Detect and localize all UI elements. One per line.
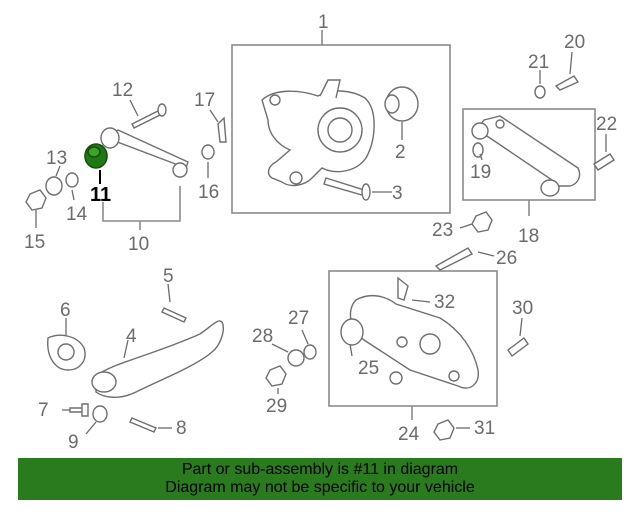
- callout-4: 4: [126, 326, 137, 347]
- washer-13: [45, 176, 63, 196]
- callout-21: 21: [528, 52, 549, 73]
- pin-17: [217, 116, 227, 143]
- bracket-10: [102, 186, 181, 222]
- callout-32: 32: [434, 292, 455, 313]
- callout-6: 6: [60, 300, 71, 321]
- callout-18: 18: [518, 226, 539, 247]
- callout-8: 8: [176, 418, 187, 439]
- callout-23: 23: [432, 220, 453, 241]
- callout-15: 15: [24, 232, 45, 253]
- bolt-8: [129, 417, 157, 433]
- callout-22: 22: [596, 114, 617, 135]
- callout-14: 14: [66, 204, 88, 225]
- callout-19: 19: [470, 162, 491, 183]
- callout-12: 12: [112, 80, 133, 101]
- callout-25: 25: [358, 358, 379, 379]
- lower-arm: [340, 276, 479, 389]
- washer-28: [287, 349, 305, 367]
- parts-diagram: 1 2 3 4 5 6 7 8 9 10 11 12 13 14 15 16 1…: [24, 12, 617, 453]
- callout-7: 7: [38, 400, 49, 421]
- lower-arm-group-box: [328, 270, 498, 407]
- lateral-link: [100, 127, 189, 178]
- callout-28: 28: [252, 326, 273, 347]
- callout-5: 5: [163, 266, 174, 287]
- banner-line-disclaimer: Diagram may not be specific to your vehi…: [165, 479, 475, 496]
- bolt-7: [69, 403, 89, 417]
- bolt-30: [507, 336, 529, 358]
- knuckle: [261, 79, 375, 187]
- bolt-26: [434, 247, 474, 271]
- upper-arm: [471, 115, 581, 197]
- callout-11: 11: [90, 184, 111, 206]
- callout-20: 20: [564, 32, 585, 53]
- callout-16: 16: [198, 182, 219, 203]
- callout-29: 29: [266, 396, 287, 417]
- hardware-parts: [25, 75, 615, 441]
- callout-1: 1: [318, 12, 329, 33]
- washer-14: [65, 172, 79, 188]
- nut-29: [265, 365, 287, 387]
- callout-24: 24: [398, 424, 420, 445]
- callout-2: 2: [395, 142, 406, 163]
- callout-31: 31: [474, 418, 495, 439]
- callout-10: 10: [128, 234, 149, 255]
- bolt-3: [323, 177, 371, 201]
- bolt-20: [554, 75, 580, 91]
- callout-26: 26: [496, 248, 517, 269]
- banner-line-part: Part or sub-assembly is #11 in diagram: [181, 461, 459, 478]
- bolt-22: [593, 153, 615, 171]
- washer-19: [472, 142, 484, 158]
- nut-15: [25, 189, 47, 211]
- callout-30: 30: [512, 298, 533, 319]
- callout-17: 17: [194, 90, 215, 111]
- nut-23: [471, 211, 493, 233]
- callout-3: 3: [392, 183, 403, 204]
- washer-21: [534, 85, 546, 99]
- info-banner: Part or sub-assembly is #11 in diagram D…: [18, 458, 622, 500]
- knuckle-group-box: [231, 44, 451, 214]
- washer-16: [201, 144, 215, 160]
- bushing-2: [384, 86, 419, 122]
- trailing-arm: [47, 320, 224, 398]
- callout-27: 27: [288, 308, 309, 329]
- washer-27: [303, 344, 317, 360]
- callout-9: 9: [68, 432, 79, 453]
- callout-13: 13: [46, 148, 67, 169]
- bolt-5: [161, 307, 187, 323]
- nut-31: [433, 419, 455, 441]
- washer-9: [92, 405, 108, 423]
- bushing-11-highlighted: [84, 143, 108, 169]
